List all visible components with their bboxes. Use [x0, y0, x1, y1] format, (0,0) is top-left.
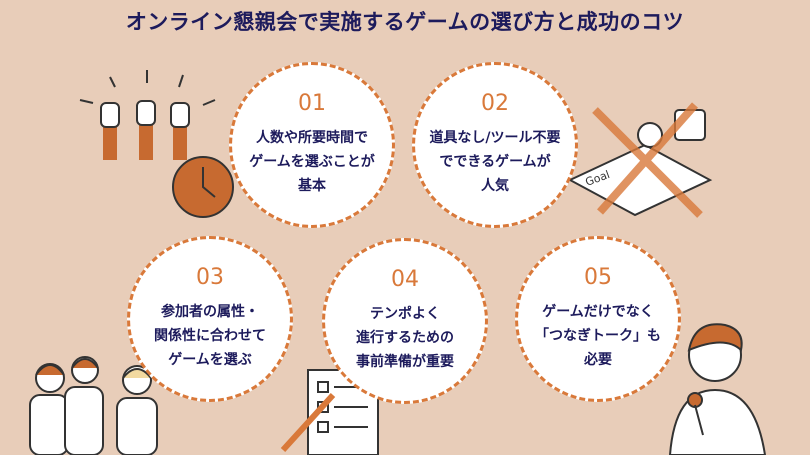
tip-text-line: テンポよく — [370, 306, 440, 322]
tip-card-05: 05 ゲームだけでなく「つなぎトーク」も必要 — [515, 236, 681, 402]
tip-text-line: 人気 — [481, 178, 509, 194]
tip-text-line: ゲームを選ぶ — [168, 352, 252, 368]
tip-text-line: ゲームだけでなく — [542, 304, 654, 320]
tip-text-line: 事前準備が重要 — [356, 354, 454, 370]
tip-card-01: 01 人数や所要時間でゲームを選ぶことが基本 — [229, 62, 395, 228]
tip-card-02: 02 道具なし/ツール不要でできるゲームが人気 — [412, 62, 578, 228]
tip-card-04: 04 テンポよく進行するための事前準備が重要 — [322, 238, 488, 404]
tip-number: 02 — [471, 91, 523, 116]
board-game-illustration: Goal — [567, 102, 713, 218]
people-chatting-illustration — [29, 356, 158, 455]
tip-text-line: 道具なし/ツール不要 — [429, 130, 561, 146]
tip-text-line: 関係性に合わせて — [154, 328, 266, 344]
tip-text-line: 基本 — [298, 178, 326, 194]
presenter-microphone-illustration — [668, 323, 767, 455]
tip-text-line: 「つなぎトーク」も — [535, 328, 661, 344]
tip-text-line: でできるゲームが — [439, 154, 551, 170]
tip-text-line: 進行するための — [356, 330, 454, 346]
tip-number: 01 — [288, 91, 340, 116]
tip-text-line: 必要 — [584, 352, 612, 368]
tip-text-line: 参加者の属性・ — [161, 304, 259, 320]
tip-number: 03 — [186, 265, 238, 290]
tip-number: 05 — [574, 265, 626, 290]
tip-text-line: ゲームを選ぶことが — [249, 154, 375, 170]
raised-hands-clock-illustration — [79, 70, 234, 218]
tip-number: 04 — [381, 267, 433, 292]
tip-text-line: 人数や所要時間で — [256, 130, 368, 146]
tip-card-03: 03 参加者の属性・関係性に合わせてゲームを選ぶ — [127, 236, 293, 402]
page-title: オンライン懇親会で実施するゲームの選び方と成功のコツ — [125, 10, 685, 34]
